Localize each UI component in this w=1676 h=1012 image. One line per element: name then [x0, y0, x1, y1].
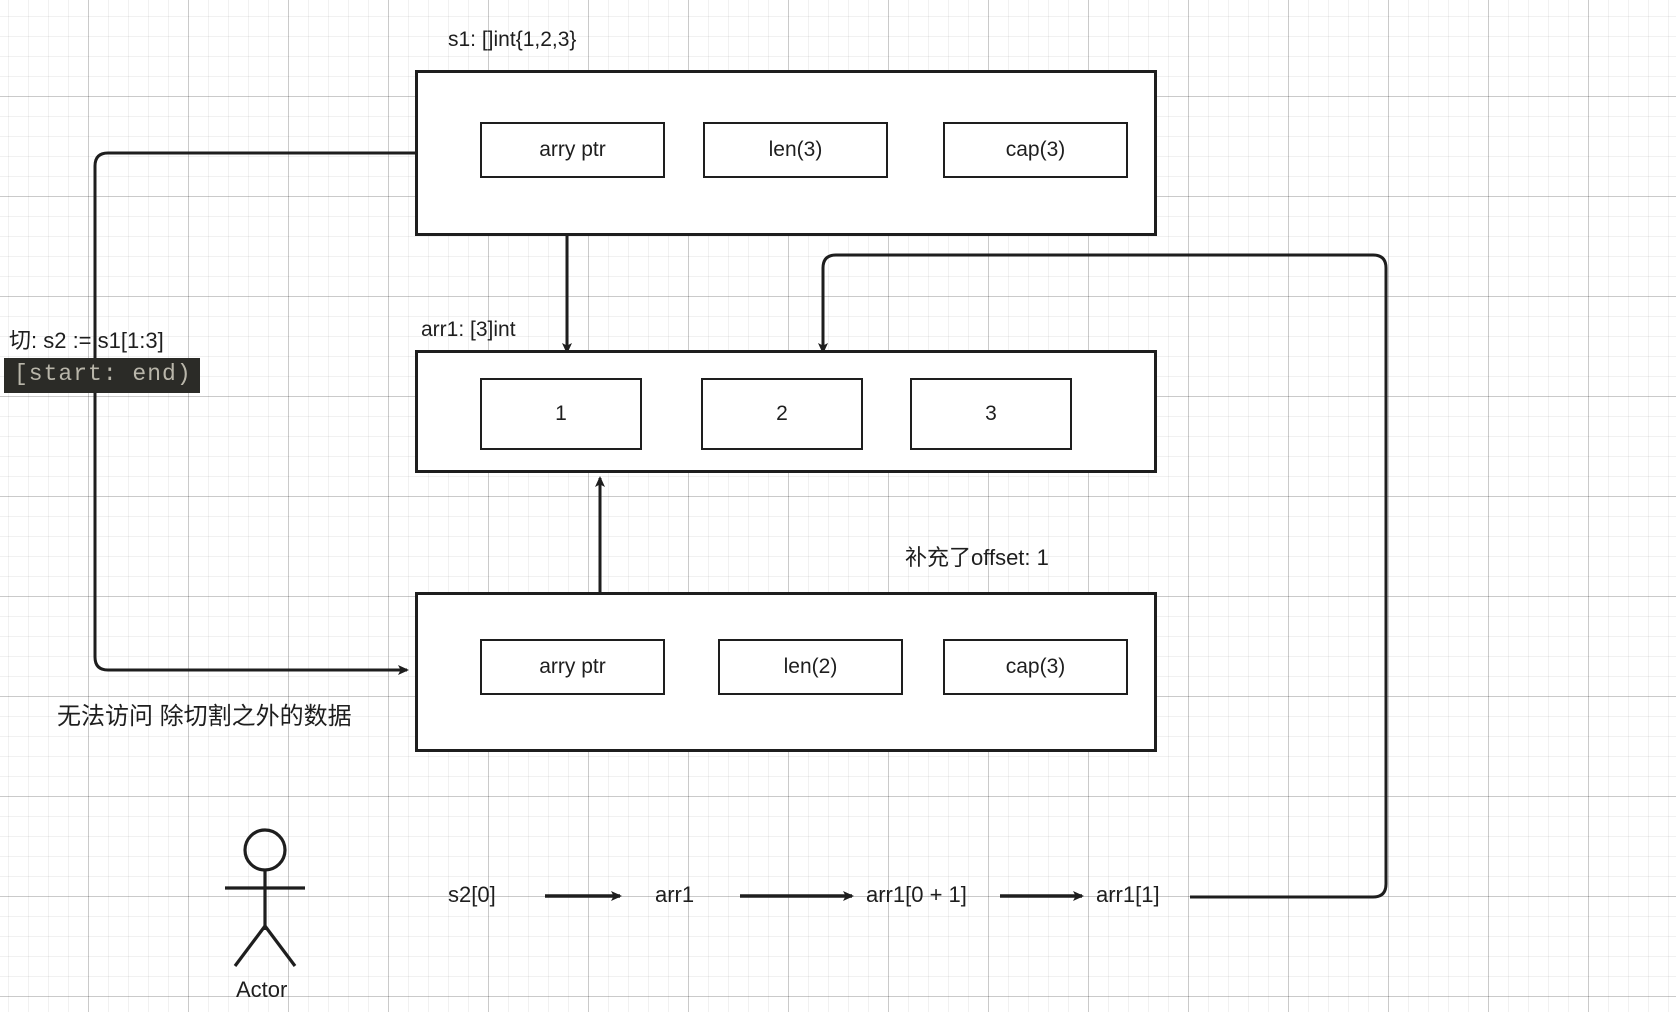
slice-range-code-chip: [start: end) — [4, 358, 200, 393]
actor-head-icon — [243, 828, 287, 872]
actor-label: Actor — [236, 977, 288, 1002]
s2-field-arry-ptr[interactable]: arry ptr — [480, 639, 665, 695]
s1-field-cap[interactable]: cap(3) — [943, 122, 1128, 178]
arr1-title: arr1: [3]int — [421, 318, 516, 341]
s2-field-len[interactable]: len(2) — [718, 639, 903, 695]
arr1-element-2[interactable]: 3 — [910, 378, 1072, 450]
actor-leg-left — [233, 925, 267, 967]
arr1-element-0[interactable]: 1 — [480, 378, 642, 450]
offset-note: 补充了offset: 1 — [905, 545, 1049, 570]
s1-title: s1: []int{1,2,3} — [448, 28, 577, 51]
flow-step-2: arr1[0 + 1] — [866, 882, 967, 907]
flow-step-1: arr1 — [655, 882, 695, 907]
actor-leg-right — [263, 925, 297, 967]
s1-field-arry-ptr[interactable]: arry ptr — [480, 122, 665, 178]
slice-note: 切: s2 := s1[1:3] — [9, 328, 164, 353]
flow-step-3: arr1[1] — [1096, 882, 1160, 907]
s1-field-len[interactable]: len(3) — [703, 122, 888, 178]
no-access-note: 无法访问 除切割之外的数据 — [57, 703, 352, 730]
arr1-element-1[interactable]: 2 — [701, 378, 863, 450]
arr1-array-box: 1 2 3 — [415, 350, 1157, 473]
actor-figure — [225, 828, 305, 967]
connector-s1-to-s2 — [93, 151, 415, 675]
s2-struct-box: arry ptr len(2) cap(3) — [415, 592, 1157, 752]
s2-field-cap[interactable]: cap(3) — [943, 639, 1128, 695]
flow-step-0: s2[0] — [448, 882, 496, 907]
s1-struct-box: arry ptr len(3) cap(3) — [415, 70, 1157, 236]
